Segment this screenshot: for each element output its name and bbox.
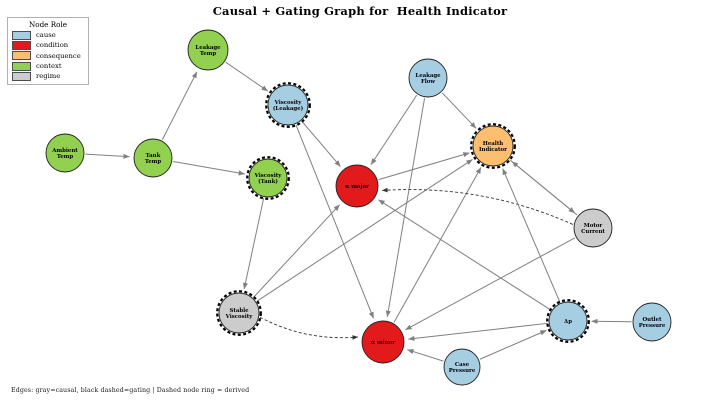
edge-layer [85, 61, 632, 362]
footer-note: Edges: gray=causal, black dashed=gating … [11, 387, 250, 394]
node-label-viscosity_leakage: Viscosity(Leakage) [273, 100, 304, 112]
edge-health_indicator-to-motor_current [509, 159, 576, 214]
edge-alpha_minor-to-health_indicator [393, 167, 482, 323]
node-circle-case_pressure[interactable] [443, 348, 481, 386]
legend-item-regime: regime [12, 71, 85, 81]
legend-label-cause: cause [36, 31, 56, 40]
legend-swatch-context [12, 61, 31, 71]
node-label-delta_p: Δp [564, 319, 572, 325]
edge-leakage_flow-to-alpha_minor [385, 98, 426, 318]
node-circle-leakage_flow[interactable] [408, 58, 448, 98]
edge-ambient_temp-to-tank_temp [85, 153, 130, 159]
node-circle-motor_current[interactable] [573, 208, 613, 248]
node-label-alpha_major: α major [345, 184, 369, 190]
edge-leakage_flow-to-alpha_major [370, 94, 418, 165]
legend-item-condition: condition [12, 41, 85, 51]
edge-leakage_temp-to-viscosity_leakage [225, 61, 269, 92]
legend-swatch-cause [12, 31, 31, 41]
legend-swatch-condition [12, 41, 31, 51]
legend-swatch-regime [12, 71, 31, 81]
legend-item-context: context [12, 61, 85, 71]
derived-ring-viscosity_tank [246, 156, 290, 200]
legend-label-consequence: consequence [36, 51, 81, 60]
node-label-alpha_minor: α minor [371, 340, 395, 346]
edge-tank_temp-to-leakage_temp [161, 71, 198, 140]
legend-title: Node Role [28, 20, 68, 29]
edge-motor_current-to-alpha_minor [405, 237, 576, 331]
edge-viscosity_leakage-to-alpha_major [301, 121, 341, 167]
graph-node-viscosity_tank[interactable]: Viscosity(Tank) [246, 156, 290, 200]
graph-node-delta_p[interactable]: Δp [546, 299, 590, 343]
edge-case_pressure-to-delta_p [479, 329, 547, 360]
derived-ring-delta_p [546, 299, 590, 343]
edge-stable_viscosity-to-alpha_minor [259, 316, 359, 340]
edge-tank_temp-to-viscosity_tank [173, 161, 246, 176]
legend-swatch-consequence [12, 51, 31, 61]
graph-node-viscosity_leakage[interactable]: Viscosity(Leakage) [265, 82, 311, 128]
edge-leakage_flow-to-health_indicator [441, 92, 477, 129]
node-circle-tank_temp[interactable] [133, 138, 173, 178]
edge-case_pressure-to-alpha_minor [407, 349, 444, 362]
edge-alpha_major-to-health_indicator [378, 152, 470, 181]
node-circle-stable_viscosity[interactable] [218, 292, 260, 334]
legend-label-condition: condition [36, 41, 69, 50]
edge-delta_p-to-health_indicator [502, 168, 561, 303]
edge-viscosity_leakage-to-alpha_minor [295, 124, 374, 319]
legend-label-regime: regime [36, 71, 61, 80]
graph-node-alpha_major[interactable]: α major [335, 164, 379, 208]
node-circle-alpha_minor[interactable] [361, 320, 405, 364]
edge-delta_p-to-alpha_major [378, 199, 552, 311]
graph-node-alpha_minor[interactable]: α minor [361, 320, 405, 364]
derived-ring-health_indicator [470, 123, 516, 169]
legend-item-cause: cause [12, 31, 85, 41]
node-circle-viscosity_leakage[interactable] [267, 84, 309, 126]
edge-motor_current-to-alpha_major [381, 187, 573, 225]
node-circle-ambient_temp[interactable] [45, 133, 85, 173]
derived-ring-viscosity_leakage [265, 82, 311, 128]
node-label-viscosity_tank: Viscosity(Tank) [254, 173, 283, 185]
node-circle-viscosity_tank[interactable] [248, 158, 288, 198]
legend-item-consequence: consequence [12, 51, 85, 61]
node-circle-outlet_pressure[interactable] [632, 302, 672, 342]
derived-ring-stable_viscosity [216, 290, 262, 336]
edge-stable_viscosity-to-alpha_major [253, 204, 341, 298]
edge-delta_p-to-alpha_minor [408, 322, 548, 342]
node-circle-leakage_temp[interactable] [187, 29, 229, 71]
node-circle-alpha_major[interactable] [335, 164, 379, 208]
edge-stable_viscosity-to-health_indicator [256, 159, 473, 302]
edge-viscosity_tank-to-stable_viscosity [242, 197, 265, 290]
page-title: Causal + Gating Graph for Health Indicat… [212, 4, 508, 18]
node-circle-delta_p[interactable] [548, 301, 588, 341]
node-circle-health_indicator[interactable] [472, 125, 514, 167]
legend-label-context: context [36, 61, 62, 70]
